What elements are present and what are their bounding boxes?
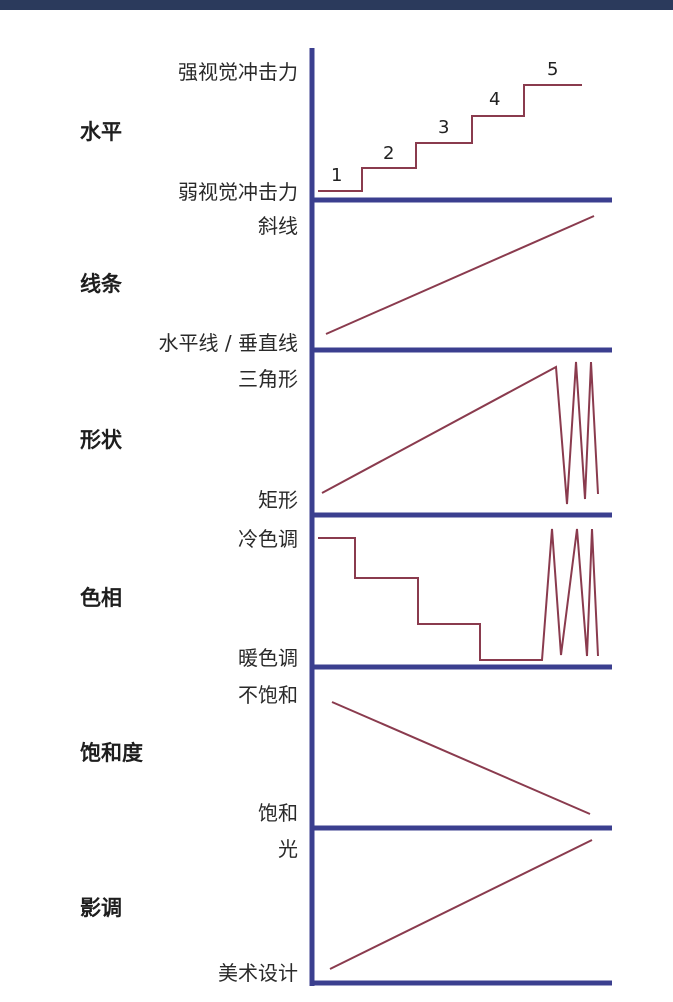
trend-line-row-4 (318, 528, 599, 661)
step-label-5: 5 (547, 59, 558, 80)
trend-line-row-5 (331, 701, 591, 815)
row-2-title: 线条 (80, 272, 122, 296)
row-5-bottom-label: 饱和 (258, 801, 298, 825)
row-4-top-label: 冷色调 (238, 527, 298, 551)
step-label-4: 4 (489, 89, 500, 110)
row-5-top-label: 不饱和 (238, 683, 298, 707)
row-1-bottom-label: 弱视觉冲击力 (178, 180, 298, 204)
row-3-top-label: 三角形 (238, 367, 298, 391)
step-label-3: 3 (438, 117, 449, 138)
staircase-line (318, 84, 582, 192)
row-5-title: 饱和度 (80, 741, 143, 765)
row-3-title: 形状 (80, 428, 122, 452)
row-6-bottom-label: 美术设计 (218, 961, 298, 985)
trend-line-row-6 (329, 839, 593, 970)
row-3-bottom-label: 矩形 (258, 488, 298, 512)
trend-line-row-3 (321, 361, 599, 505)
step-label-2: 2 (383, 143, 394, 164)
row-2-bottom-label: 水平线 / 垂直线 (158, 331, 298, 355)
row-2-top-label: 斜线 (258, 214, 298, 238)
row-6-title: 影调 (80, 896, 122, 920)
row-4-title: 色相 (80, 586, 122, 610)
row-6-top-label: 光 (278, 837, 298, 861)
step-label-1: 1 (331, 165, 342, 186)
row-4-bottom-label: 暖色调 (238, 646, 298, 670)
trend-line-row-2 (325, 215, 595, 335)
header-bar (0, 0, 673, 10)
row-1-title: 水平 (80, 120, 122, 144)
row-1-top-label: 强视觉冲击力 (178, 60, 298, 84)
